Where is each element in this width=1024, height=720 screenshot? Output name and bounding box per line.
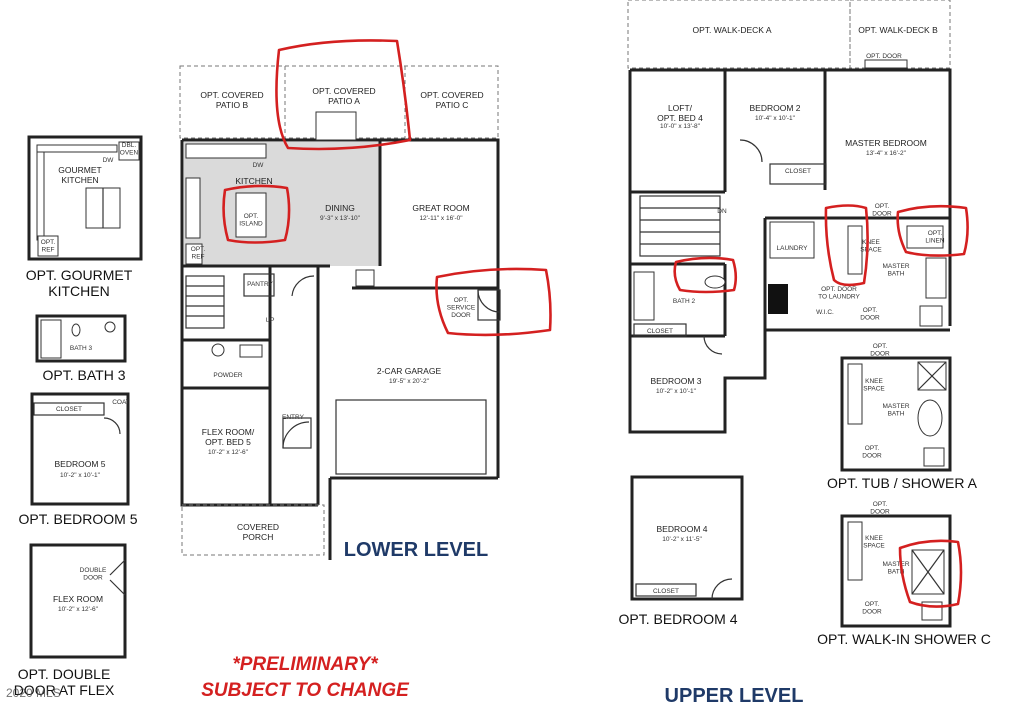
- flex-room-label: FLEX ROOM/OPT. BED 5: [202, 427, 255, 447]
- bath3-label: BATH 3: [70, 345, 93, 352]
- flex-room-option-dim: 10'-2" x 12'-6": [58, 606, 99, 613]
- walk-deck-a-label: OPT. WALK-DECK A: [692, 25, 771, 35]
- island-annotation: [222, 184, 291, 244]
- tub-a-opt-door-label: OPT.DOOR: [870, 343, 890, 358]
- opt-ref-lower-label: OPT.REF: [191, 246, 206, 261]
- loft-label: LOFT/OPT. BED 4: [657, 103, 703, 123]
- upper-level-title: UPPER LEVEL: [665, 685, 804, 707]
- great-room-label: GREAT ROOM: [412, 203, 469, 213]
- bedroom5-closet-label: CLOSET: [56, 406, 82, 413]
- bedroom5-dim: 10'-2" x 10'-1": [60, 472, 101, 479]
- bedroom5-coat-label: COAT: [112, 399, 130, 406]
- stairs-up-label: UP: [265, 317, 274, 324]
- walk-deck-b-label: OPT. WALK-DECK B: [858, 25, 938, 35]
- bedroom4-label: BEDROOM 4: [656, 524, 707, 534]
- flex-room-option-label: FLEX ROOM: [53, 594, 103, 604]
- flex-room-dim: 10'-2" x 12'-6": [208, 449, 249, 456]
- closet-b2-label: CLOSET: [785, 168, 811, 175]
- linen-annotation: [896, 204, 969, 257]
- entry-label: ENTRY: [282, 414, 305, 421]
- shower-c-opt-door2-label: OPT.DOOR: [862, 601, 882, 616]
- bedroom5-caption: OPT. BEDROOM 5: [18, 511, 137, 527]
- opt-bath-3: BATH 3 OPT. BATH 3: [35, 314, 127, 383]
- garage-label: 2-CAR GARAGE: [377, 366, 442, 376]
- laundry-label: LAUNDRY: [777, 245, 809, 252]
- opt-island-label: OPT.ISLAND: [239, 213, 263, 228]
- kitchen-dw-label: DW: [253, 162, 265, 169]
- dw-label: DW: [103, 157, 115, 164]
- dining-label: DINING: [325, 203, 355, 213]
- bath2-label: BATH 2: [673, 298, 696, 305]
- dining-dim: 9'-3" x 13'-10": [320, 215, 361, 222]
- wic-label: W.I.C.: [816, 309, 834, 316]
- pantry-label: PANTRY: [247, 281, 273, 288]
- opt-door-label: OPT.DOOR: [872, 203, 892, 218]
- bedroom2-label: BEDROOM 2: [749, 103, 800, 113]
- master-bedroom-label: MASTER BEDROOM: [845, 138, 927, 148]
- master-bedroom-dim: 13'-4" x 16'-2": [866, 150, 907, 157]
- lower-stairs: [185, 275, 225, 329]
- stairs-dn-label: DN: [717, 208, 727, 215]
- knee-space-annotation: [824, 204, 869, 287]
- upper-level-plan: OPT. WALK-DECK A OPT. WALK-DECK B OPT. D…: [627, 0, 969, 434]
- upper-stairs: [639, 195, 721, 257]
- bedroom4-caption: OPT. BEDROOM 4: [618, 611, 737, 627]
- patio-a-annotation: [275, 39, 412, 151]
- kitchen-label: KITCHEN: [235, 176, 272, 186]
- great-room-dim: 12'-11" x 16'-0": [419, 215, 463, 222]
- walk-in-shower-annotation: [898, 539, 963, 608]
- bath2-annotation: [673, 256, 738, 294]
- dbl-oven-label: DBL.OVEN: [120, 142, 139, 157]
- loft-dim: 10'-0" x 13'-8": [660, 123, 701, 130]
- powder-label: POWDER: [213, 372, 243, 379]
- notice-preliminary: *PRELIMINARY*: [232, 654, 379, 675]
- service-door-annotation: [435, 267, 552, 337]
- opt-bedroom-4: BEDROOM 4 10'-2" x 11'-5" CLOSET OPT. BE…: [618, 475, 744, 627]
- opt-door-bath-label: OPT.DOOR: [860, 307, 880, 322]
- bedroom3-label: BEDROOM 3: [650, 376, 701, 386]
- bedroom4-dim: 10'-2" x 11'-5": [662, 536, 702, 543]
- lower-level-title: LOWER LEVEL: [344, 539, 488, 561]
- bedroom4-closet-label: CLOSET: [653, 588, 679, 595]
- bedroom5-label: BEDROOM 5: [54, 459, 105, 469]
- bath3-caption: OPT. BATH 3: [43, 367, 126, 383]
- garage-dim: 19'-5" x 20'-2": [389, 378, 430, 385]
- bedroom3-dim: 10'-2" x 10'-1": [656, 388, 697, 395]
- tub-a-opt-door2-label: OPT.DOOR: [862, 445, 882, 460]
- walk-in-shower-c-caption: OPT. WALK-IN SHOWER C: [817, 631, 991, 647]
- opt-door-top-label: OPT. DOOR: [866, 53, 902, 60]
- opt-ref-label: OPT.REF: [41, 239, 56, 254]
- shower-c-opt-door-label: OPT.DOOR: [870, 501, 890, 516]
- closet-b3-label: CLOSET: [647, 328, 673, 335]
- notice-subject-to-change: SUBJECT TO CHANGE: [201, 680, 410, 701]
- tub-shower-a-caption: OPT. TUB / SHOWER A: [827, 475, 978, 491]
- opt-linen-label: OPT.LINEN: [925, 230, 944, 245]
- opt-bedroom-5: CLOSET COAT BEDROOM 5 10'-2" x 10'-1" OP…: [18, 392, 138, 527]
- watermark: 2020 MLS: [6, 686, 61, 700]
- bedroom2-dim: 10'-4" x 10'-1": [755, 115, 796, 122]
